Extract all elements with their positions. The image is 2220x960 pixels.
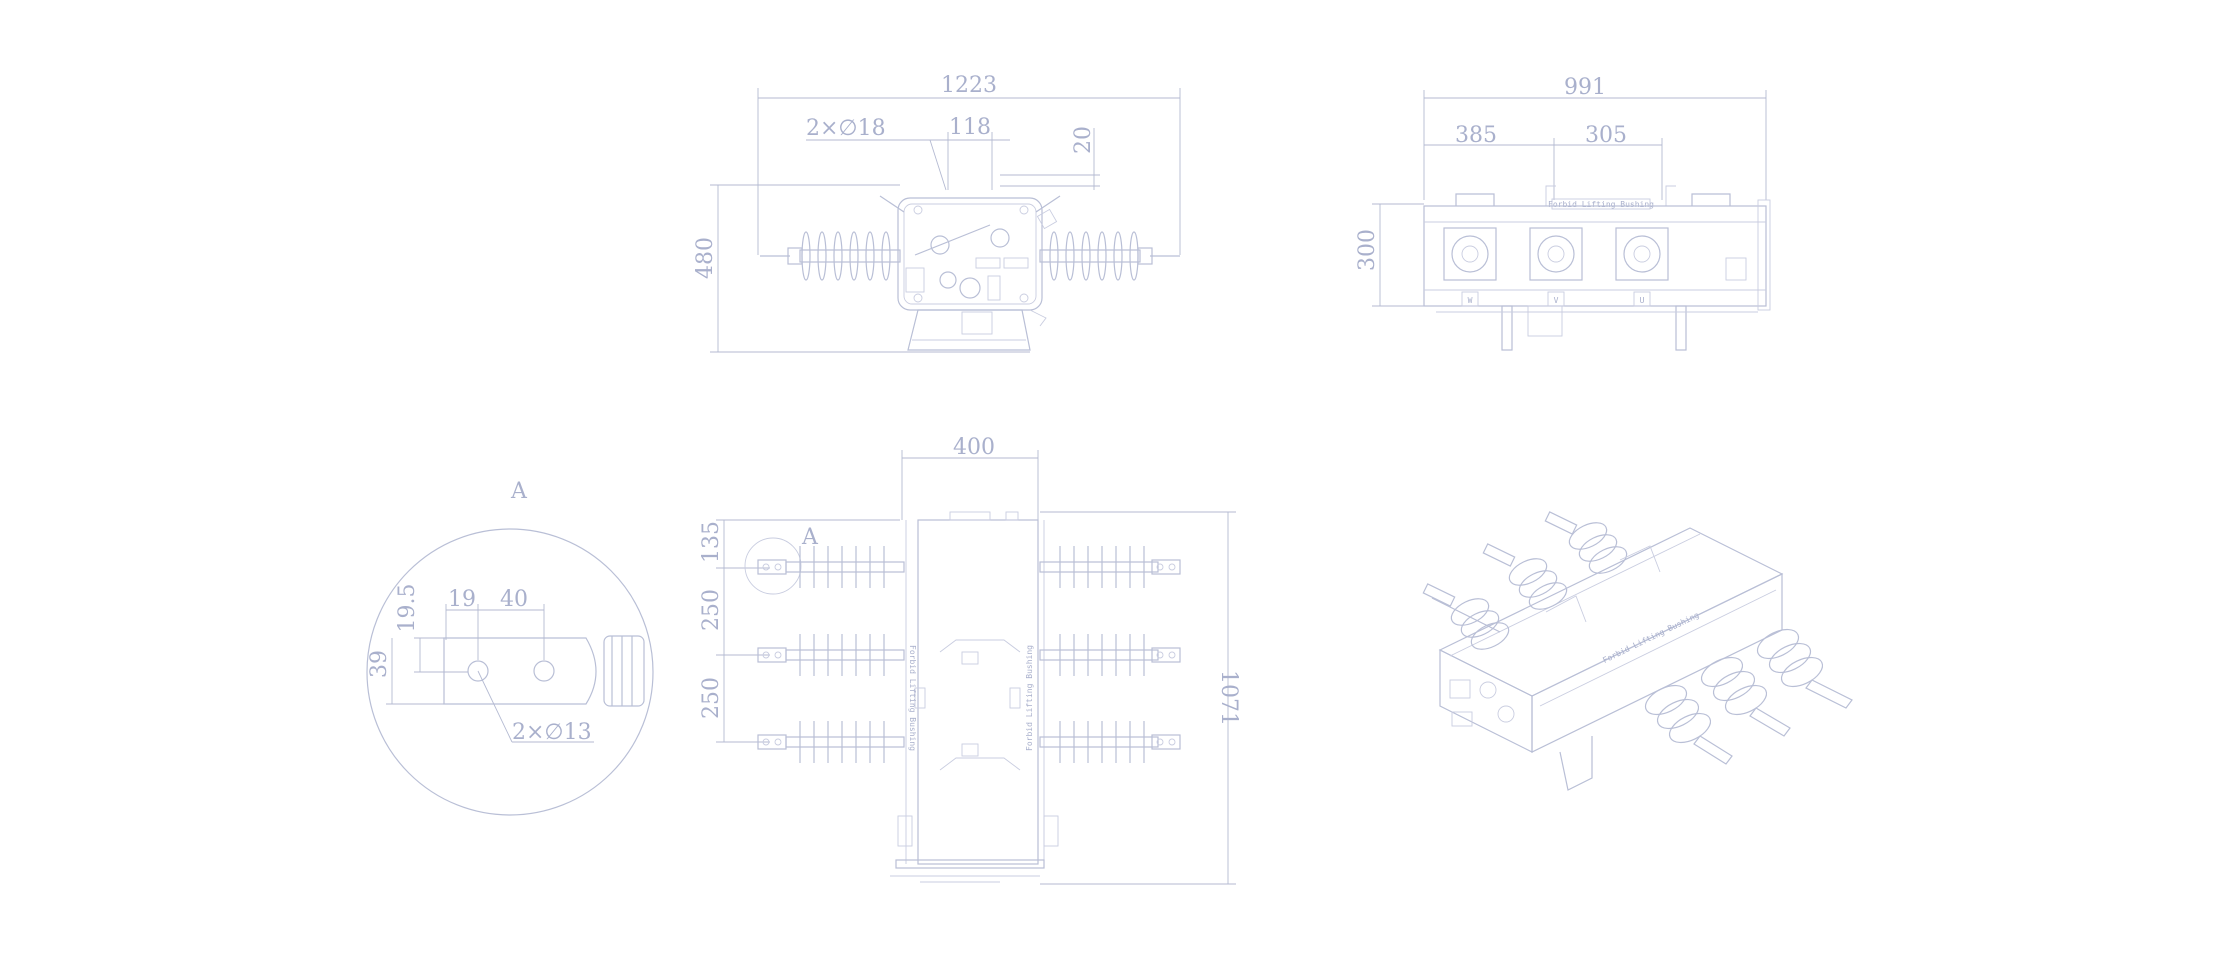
iso-body-front (1439, 649, 1533, 753)
dim-40: 40 (500, 587, 528, 612)
dim-300: 300 (1355, 229, 1380, 271)
iso-warning-label: Forbid Lifting Bushing (1601, 610, 1700, 665)
phase-v: V (1554, 296, 1559, 305)
front-body (897, 197, 1043, 311)
detail-circle (366, 528, 654, 816)
top-right-insulators (1039, 546, 1181, 763)
phase-u: U (1640, 296, 1645, 305)
dim-991: 991 (1564, 75, 1606, 100)
iso-insulators-back (1422, 511, 1628, 650)
iso-insulators-front (1644, 628, 1853, 765)
dim-250-a: 250 (699, 589, 724, 631)
dim-135: 135 (699, 521, 724, 563)
top-warning-right: Forbid Lifting Bushing (1025, 645, 1034, 751)
phase-w: W (1468, 296, 1473, 305)
side-body (1423, 205, 1767, 307)
side-bushing-v (1529, 227, 1583, 281)
iso-body-side (1531, 573, 1783, 753)
left-insulator (799, 231, 901, 281)
dim-20: 20 (1071, 126, 1096, 154)
top-view: 400 135 250 250 1071 A Forbid Lifti (699, 435, 1241, 885)
front-view: 1223 2×∅18 118 20 480 (693, 73, 1181, 353)
detail-label-a: A (510, 479, 528, 504)
top-left-insulators (757, 546, 905, 763)
dim-39: 39 (367, 650, 392, 678)
detail-marker-a: A (801, 525, 819, 550)
right-insulator (1039, 231, 1141, 281)
isometric-view: Forbid Lifting Bushing (1422, 511, 1853, 791)
dim-250-b: 250 (699, 677, 724, 719)
dim-118: 118 (949, 115, 991, 140)
top-warning-left: Forbid Lifting Bushing (908, 645, 917, 751)
dim-19-5: 19.5 (395, 584, 420, 633)
dim-385: 385 (1455, 123, 1497, 148)
detail-view-a: A 19 40 19.5 39 2×∅13 (366, 479, 654, 816)
dim-1071: 1071 (1216, 670, 1241, 726)
dim-2x13: 2×∅13 (512, 720, 592, 745)
dim-19: 19 (448, 587, 476, 612)
side-bushing-u (1615, 227, 1669, 281)
dim-480: 480 (693, 237, 718, 279)
dim-1223: 1223 (941, 73, 997, 98)
side-view: 991 385 305 300 Forbid Lifting Bushing (1355, 75, 1771, 351)
dim-2x18: 2×∅18 (806, 116, 886, 141)
dim-400: 400 (953, 435, 995, 460)
side-bushing-w (1443, 227, 1497, 281)
dim-305: 305 (1585, 123, 1627, 148)
side-warning-label: Forbid Lifting Bushing (1548, 200, 1654, 209)
